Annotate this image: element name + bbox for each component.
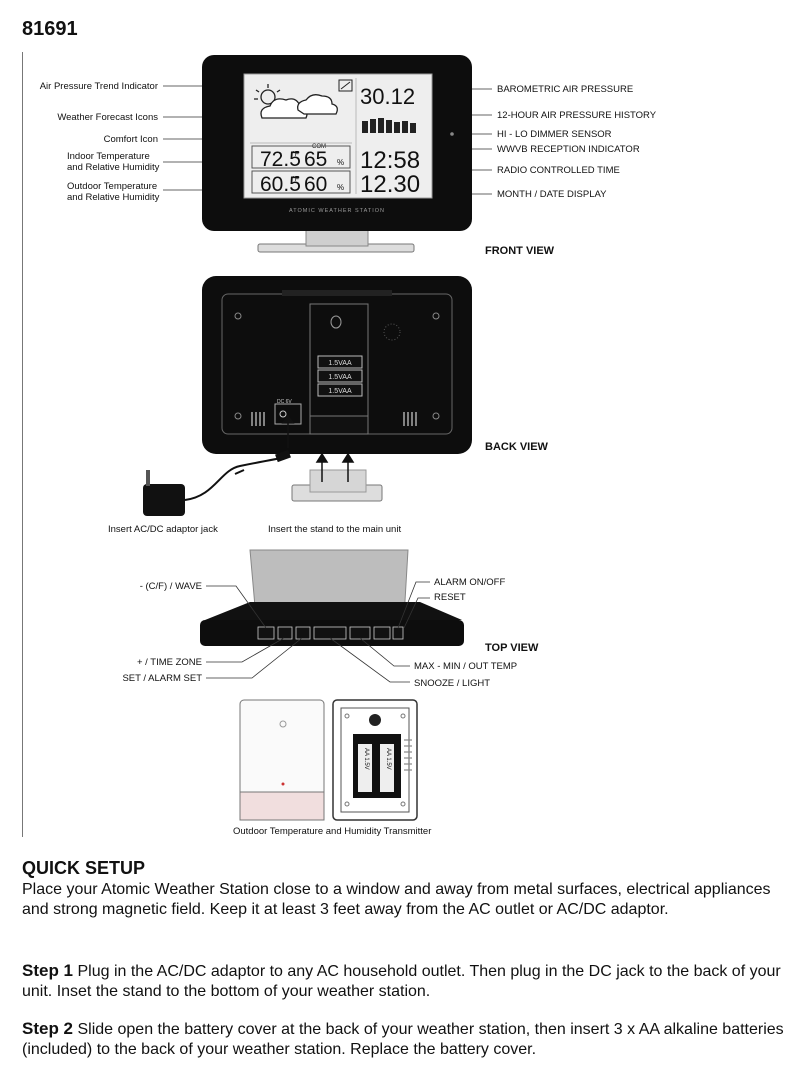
svg-text:ATOMIC WEATHER STATION: ATOMIC WEATHER STATION xyxy=(289,208,385,214)
quick-setup-intro: Place your Atomic Weather Station close … xyxy=(22,880,792,920)
time-readout: 12:58 xyxy=(360,147,420,174)
step-2-title: Step 2 xyxy=(22,1019,73,1038)
svg-text:%: % xyxy=(337,158,344,167)
label-dimmer-sensor: HI - LO DIMMER SENSOR xyxy=(497,129,612,140)
step-1: Step 1 Plug in the AC/DC adaptor to any … xyxy=(22,961,792,1002)
label-air-pressure-trend: Air Pressure Trend Indicator xyxy=(30,81,158,92)
label-snooze-light: SNOOZE / LIGHT xyxy=(414,678,490,689)
battery-label-1: 1.5VAA xyxy=(328,360,352,367)
label-indoor-temp: Indoor Temperature xyxy=(67,151,150,162)
label-outdoor-humidity: and Relative Humidity xyxy=(67,192,159,203)
quick-setup-heading: QUICK SETUP xyxy=(22,858,145,879)
label-barometric-pressure: BAROMETRIC AIR PRESSURE xyxy=(497,84,633,95)
label-outdoor-temp: Outdoor Temperature xyxy=(67,181,157,192)
label-indoor-humidity: and Relative Humidity xyxy=(67,162,159,173)
caption-transmitter: Outdoor Temperature and Humidity Transmi… xyxy=(233,826,431,837)
battery-label-3: 1.5VAA xyxy=(328,388,352,395)
battery-label-2: 1.5VAA xyxy=(328,374,352,381)
label-wwvb-indicator: WWVB RECEPTION INDICATOR xyxy=(497,144,640,155)
label-set-alarm: SET / ALARM SET xyxy=(60,673,202,684)
label-time-zone: + / TIME ZONE xyxy=(60,657,202,668)
caption-adaptor: Insert AC/DC adaptor jack xyxy=(108,524,218,535)
outdoor-humidity: 60 xyxy=(304,173,327,196)
label-forecast-icons: Weather Forecast Icons xyxy=(30,112,158,123)
back-view-label: BACK VIEW xyxy=(485,441,548,453)
indoor-humidity: 65 xyxy=(304,148,327,171)
label-reset: RESET xyxy=(434,592,466,603)
transmitter-art: AA 1.5V AA 1.5V xyxy=(0,696,808,826)
front-view-label: FRONT VIEW xyxy=(485,245,554,257)
step-1-title: Step 1 xyxy=(22,961,73,980)
transmitter-battery-2: AA 1.5V xyxy=(385,748,391,770)
back-view-art: 1.5VAA 1.5VAA 1.5VAA DC 6V xyxy=(0,270,808,540)
date-readout: 12.30 xyxy=(360,171,420,198)
svg-text:°F: °F xyxy=(292,150,299,158)
label-cf-wave: - (C/F) / WAVE xyxy=(60,581,202,592)
svg-text:DC 6V: DC 6V xyxy=(277,399,292,405)
label-radio-time: RADIO CONTROLLED TIME xyxy=(497,165,620,176)
caption-stand: Insert the stand to the main unit xyxy=(268,524,401,535)
top-view-label: TOP VIEW xyxy=(485,642,538,654)
label-comfort-icon: Comfort Icon xyxy=(30,134,158,145)
svg-text:%: % xyxy=(337,183,344,192)
pressure-readout: 30.12 xyxy=(360,84,415,109)
svg-text:°F: °F xyxy=(292,175,299,183)
step-2-text: Slide open the battery cover at the back… xyxy=(22,1021,784,1058)
label-max-min: MAX - MIN / OUT TEMP xyxy=(414,661,517,672)
step-2: Step 2 Slide open the battery cover at t… xyxy=(22,1019,792,1060)
label-pressure-history: 12-HOUR AIR PRESSURE HISTORY xyxy=(497,110,656,121)
label-alarm-onoff: ALARM ON/OFF xyxy=(434,577,505,588)
step-1-text: Plug in the AC/DC adaptor to any AC hous… xyxy=(22,963,781,1000)
transmitter-battery-1: AA 1.5V xyxy=(363,748,369,770)
label-month-date: MONTH / DATE DISPLAY xyxy=(497,189,606,200)
